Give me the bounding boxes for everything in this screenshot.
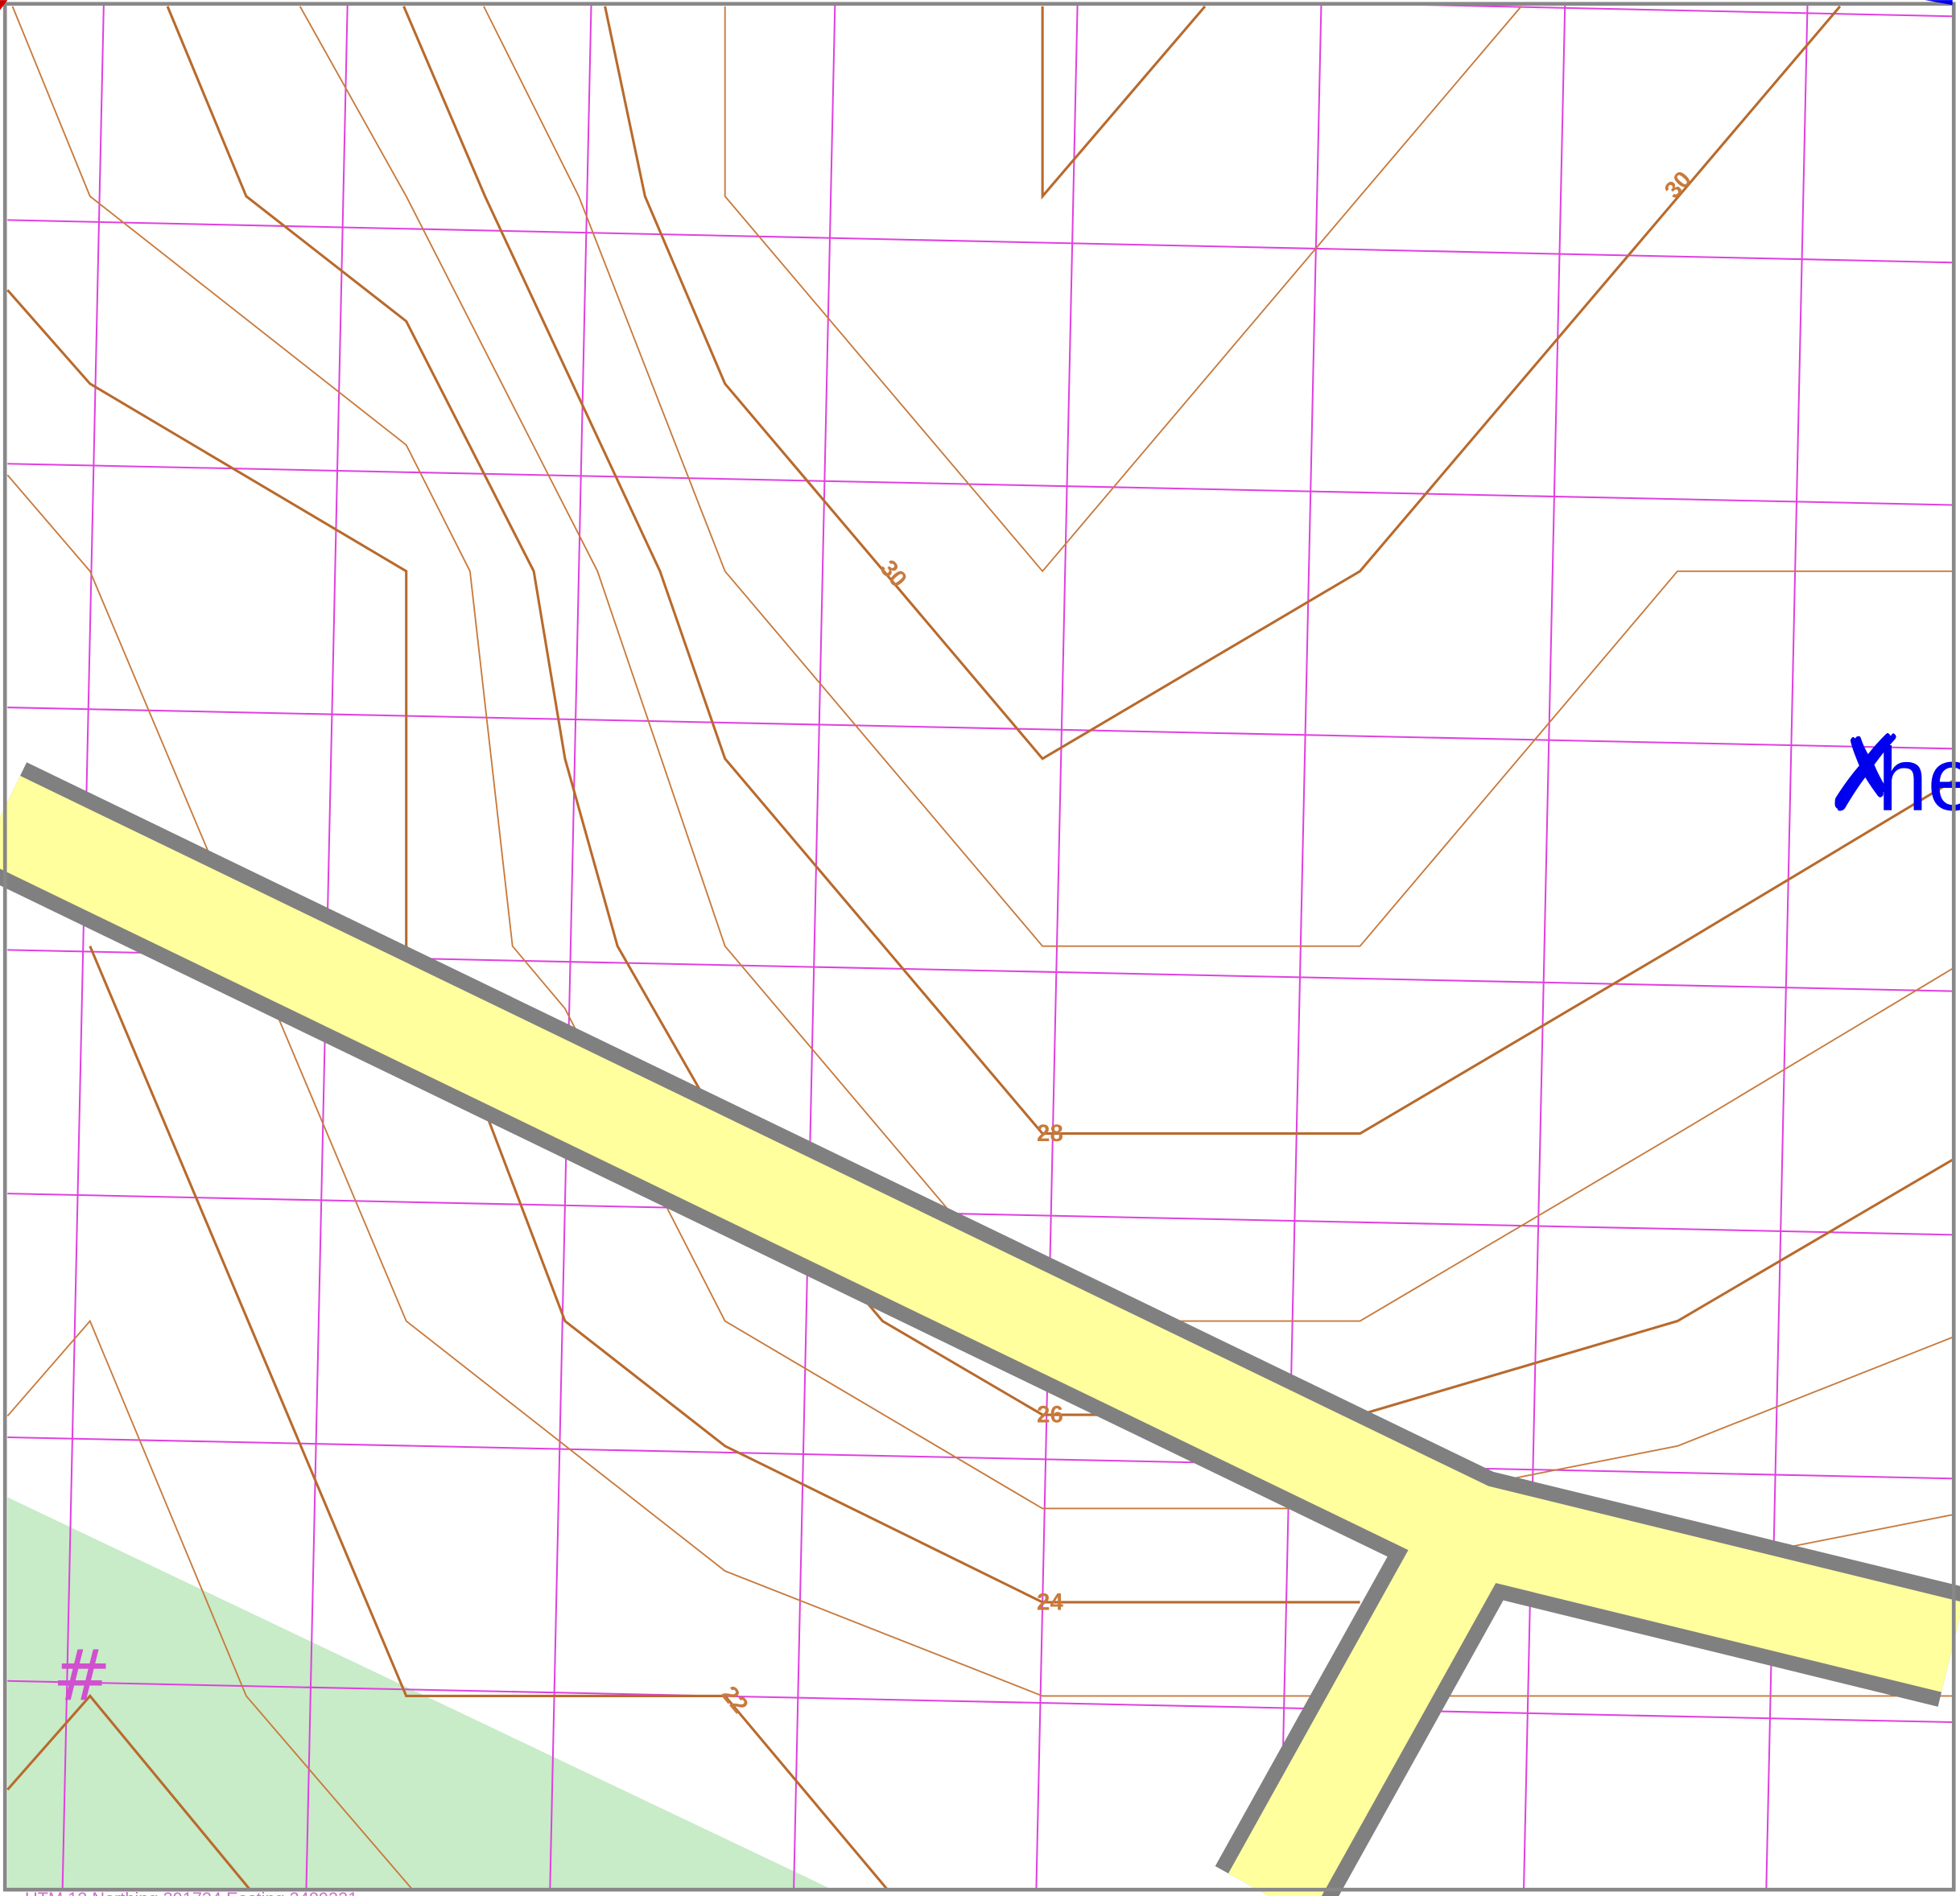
contour-label: 28 [1037, 1120, 1063, 1147]
coordinate-readout: UTM 12 Northing 391734 Easting 3489331 [25, 1889, 357, 1896]
waypoint[interactable]: ✗ her [1822, 712, 1960, 835]
waypoint-label[interactable]: her [1878, 728, 1960, 829]
contour-label: 24 [1037, 1589, 1063, 1615]
waypoint-marker-icon[interactable]: ✗ [1822, 712, 1910, 835]
corner-marker-icon [0, 0, 8, 10]
road [1228, 1506, 1513, 1896]
park-area [7, 1497, 833, 1890]
grid-reference-symbol: # [52, 1634, 111, 1717]
road-network [0, 762, 1960, 1896]
contour-label: 26 [1037, 1401, 1063, 1428]
